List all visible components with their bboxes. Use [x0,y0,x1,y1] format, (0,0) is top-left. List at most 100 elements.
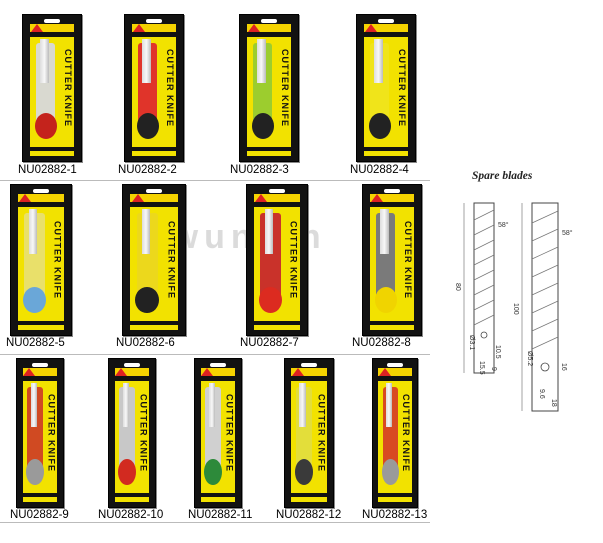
large-blade-d2: 9.6 [538,389,545,399]
package-footer [369,325,415,330]
product-package: CUTTER KNIFE [124,14,184,162]
brand-bar [246,24,292,32]
small-blade: 80 58° Ø3.1 10.5 15.5 9 [454,202,509,375]
brand-bar [114,368,150,376]
hang-hole [124,363,140,367]
brand-logo-icon [371,194,384,202]
product-code-label: NU02882-8 [352,337,411,349]
package-footer [130,325,178,330]
brand-bar [18,194,64,202]
package-text: CUTTER KNIFE [138,394,149,472]
package-footer [22,497,58,502]
brand-logo-icon [133,24,146,32]
large-blade-hole: Ø5.2 [526,351,533,366]
product-code-label: NU02882-11 [188,509,253,521]
product-code-label: NU02882-5 [6,337,65,349]
package-text: CUTTER KNIFE [62,49,73,127]
product-package: CUTTER KNIFE [356,14,416,162]
small-blade-d3: 9 [490,367,497,371]
small-blade-angle: 58° [498,221,509,229]
hang-hole [387,363,403,367]
product-code-label: NU02882-7 [240,337,299,349]
package-text: CUTTER KNIFE [288,221,299,299]
brand-logo-icon [131,194,144,202]
package-text: CUTTER KNIFE [164,49,175,127]
product-package: CUTTER KNIFE [372,358,418,508]
small-blade-d1: 10.5 [494,345,501,359]
knife-blade [141,209,151,254]
knife-blade [265,209,274,254]
product-package: CUTTER KNIFE [22,14,82,162]
product-package: CUTTER KNIFE [16,358,64,508]
brand-logo-icon [248,24,261,32]
product-code-label: NU02882-4 [350,164,409,176]
knife-blade [208,383,216,428]
row-divider-3 [0,522,430,523]
package-footer [29,151,75,156]
knife-blade [374,39,383,83]
small-blade-hole: Ø3.1 [468,335,475,350]
row-divider-2 [0,354,430,355]
large-blade-angle: 58° [562,229,573,237]
package-footer [18,325,64,330]
package-text: CUTTER KNIFE [400,394,411,472]
product-package: CUTTER KNIFE [362,184,422,336]
hang-hole [378,19,394,23]
knife-grip [294,459,313,485]
spare-blades-title: Spare blades [472,170,533,182]
product-code-label: NU02882-2 [118,164,177,176]
product-code-label: NU02882-9 [10,509,69,521]
hang-hole [269,189,285,193]
package-text: CUTTER KNIFE [166,221,177,299]
package-text: CUTTER KNIFE [402,221,413,299]
brand-bar [378,368,412,376]
brand-bar [254,194,300,202]
product-code-label: NU02882-1 [18,164,77,176]
small-blade-length: 80 [454,283,461,291]
brand-logo-icon [291,368,304,376]
product-package: CUTTER KNIFE [122,184,186,336]
knife-grip [136,113,159,139]
brand-bar [200,368,236,376]
brand-bar [130,194,178,202]
product-code-label: NU02882-6 [116,337,175,349]
brand-bar [290,368,328,376]
knife-grip [204,459,222,485]
large-blade-d3: 18 [550,399,557,407]
product-package: CUTTER KNIFE [108,358,156,508]
package-text: CUTTER KNIFE [316,394,327,472]
knife-blade [257,39,266,83]
large-blade: 100 58° Ø5.2 16 9.6 18 [512,202,573,412]
package-footer [114,497,150,502]
product-package: CUTTER KNIFE [10,184,72,336]
hang-hole [146,19,162,23]
knife-grip [23,287,46,313]
large-blade-d1: 16 [560,363,567,371]
package-footer [254,325,300,330]
knife-blade [29,209,38,254]
knife-grip [259,287,282,313]
hang-hole [33,189,49,193]
large-blade-length: 100 [512,303,519,315]
hang-hole [384,189,400,193]
package-footer [378,497,412,502]
package-text: CUTTER KNIFE [224,394,235,472]
package-footer [363,151,409,156]
brand-bar [22,368,58,376]
hang-hole [146,189,162,193]
knife-blade [30,383,38,428]
row-divider-1 [0,180,430,181]
knife-grip [368,113,391,139]
brand-logo-icon [201,368,214,376]
knife-blade [299,383,307,428]
knife-grip [26,459,44,485]
knife-grip [381,459,399,485]
brand-logo-icon [115,368,128,376]
brand-logo-icon [23,368,36,376]
brand-bar [131,24,177,32]
knife-grip [135,287,159,313]
brand-bar [369,194,415,202]
knife-blade [380,209,389,254]
product-package: CUTTER KNIFE [239,14,299,162]
package-text: CUTTER KNIFE [52,221,63,299]
